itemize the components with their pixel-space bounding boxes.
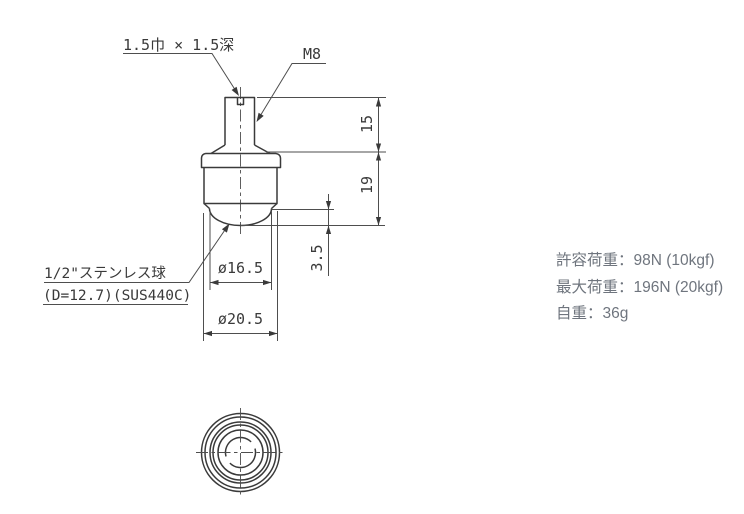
bottom-view [196, 408, 285, 497]
spec-allowable-load: 許容荷重：98N (10kgf) [556, 252, 715, 269]
dim-ball-protrusion: 3.5 [308, 244, 326, 271]
drawing-text: 1.5巾 × 1.5深 M8 15 19 3.5 ø16.5 ø20.5 1/2… [43, 36, 376, 328]
body-outline [203, 167, 278, 210]
spec-panel: 許容荷重：98N (10kgf) 最大荷重：196N (20kgf) 自重：36… [556, 248, 723, 328]
dim-body-height: 19 [358, 176, 376, 194]
dimension-annotations [203, 97, 386, 341]
ball-circle [217, 429, 264, 476]
ball-material-label-line2: (D=12.7)(SUS440C) [43, 288, 191, 304]
dim-stud-length: 15 [358, 115, 376, 133]
dim-body-diameter: ø20.5 [218, 310, 263, 328]
ball-material-label-line1: 1/2"ステンレス球 [44, 265, 166, 282]
callout-leaders [43, 53, 326, 305]
thread-callout-label: M8 [303, 45, 321, 63]
dim-opening-diameter: ø16.5 [218, 259, 263, 277]
cap-outline [200, 152, 282, 169]
spec-weight: 自重：36g [556, 305, 629, 322]
sphere-arc-upper [224, 436, 252, 457]
front-view [200, 87, 282, 235]
sphere-arc-lower [229, 448, 257, 469]
stud-outline [224, 96, 256, 145]
spec-max-load: 最大荷重：196N (20kgf) [556, 278, 724, 296]
slot-callout-label: 1.5巾 × 1.5深 [123, 36, 234, 54]
